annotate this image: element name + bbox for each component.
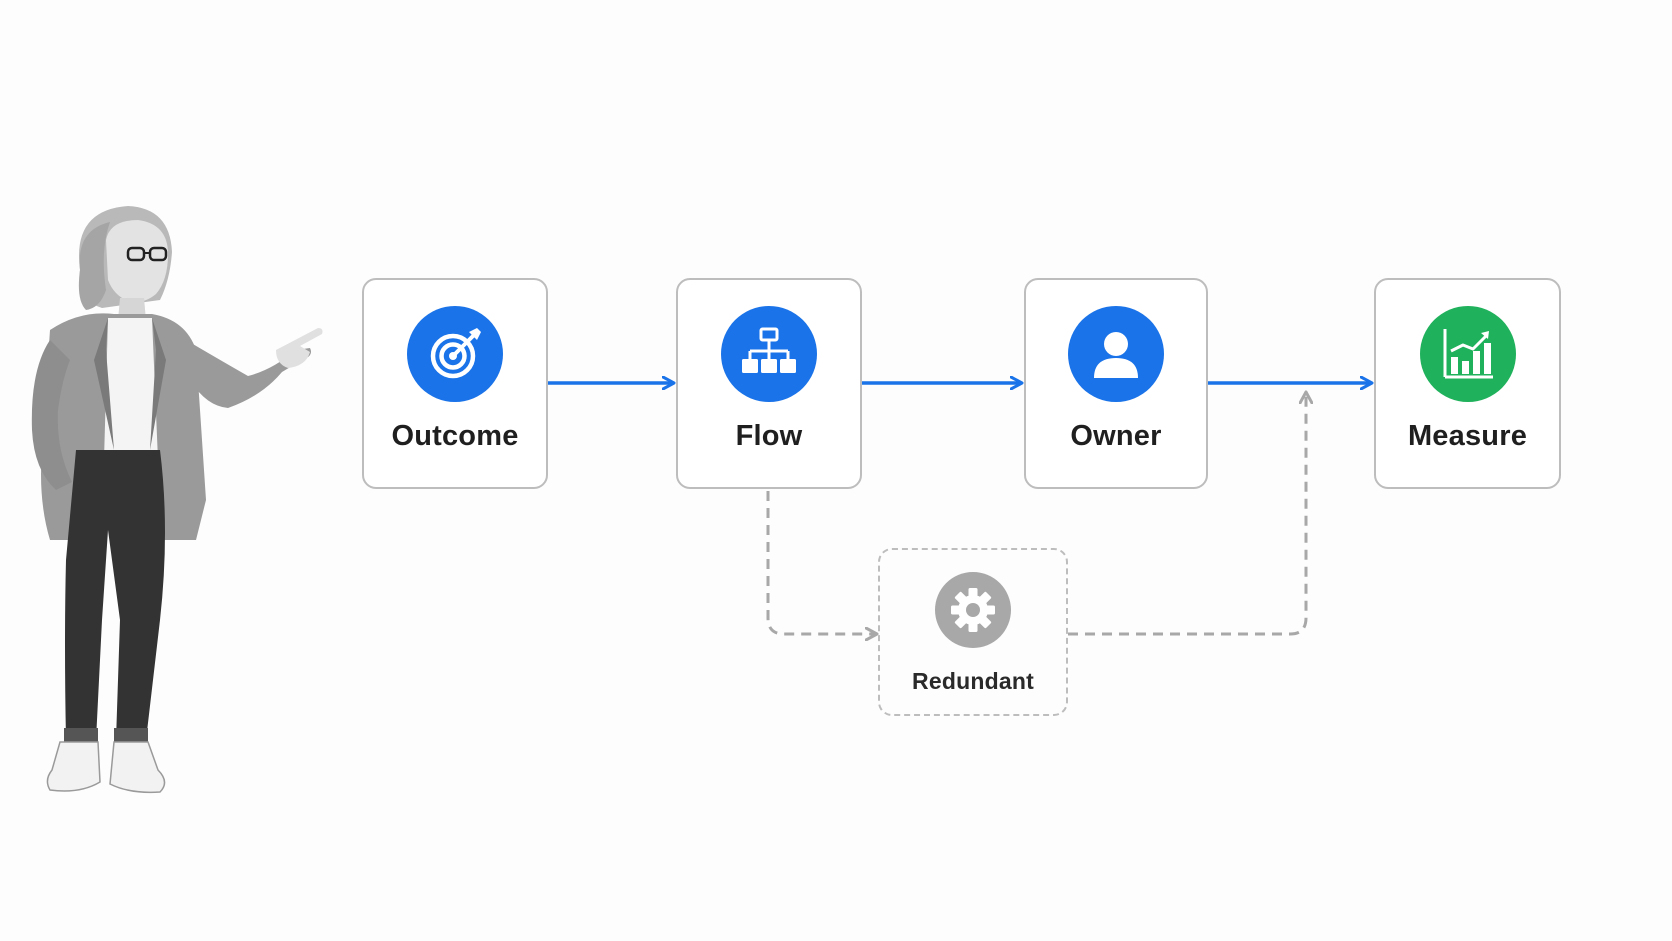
node-flow: Flow xyxy=(676,278,862,489)
node-outcome: Outcome xyxy=(362,278,548,489)
dashed-arrow-redundant-measure xyxy=(1068,393,1306,636)
bar-chart-icon xyxy=(1419,306,1516,402)
gear-icon xyxy=(935,572,1011,648)
node-label: Measure xyxy=(1407,420,1528,452)
node-label: Outcome xyxy=(391,420,519,452)
node-label: Owner xyxy=(1070,420,1162,452)
dashed-arrow-flow-redundant xyxy=(766,491,876,634)
node-label: Flow xyxy=(735,420,803,452)
user-icon xyxy=(1068,306,1164,402)
person-pointing-illustration xyxy=(31,206,323,794)
node-measure: Measure xyxy=(1374,278,1561,489)
node-redundant: Redundant xyxy=(878,548,1068,716)
node-owner: Owner xyxy=(1024,278,1208,489)
hierarchy-icon xyxy=(721,306,817,402)
target-icon xyxy=(407,306,503,402)
node-label: Redundant xyxy=(912,668,1034,694)
